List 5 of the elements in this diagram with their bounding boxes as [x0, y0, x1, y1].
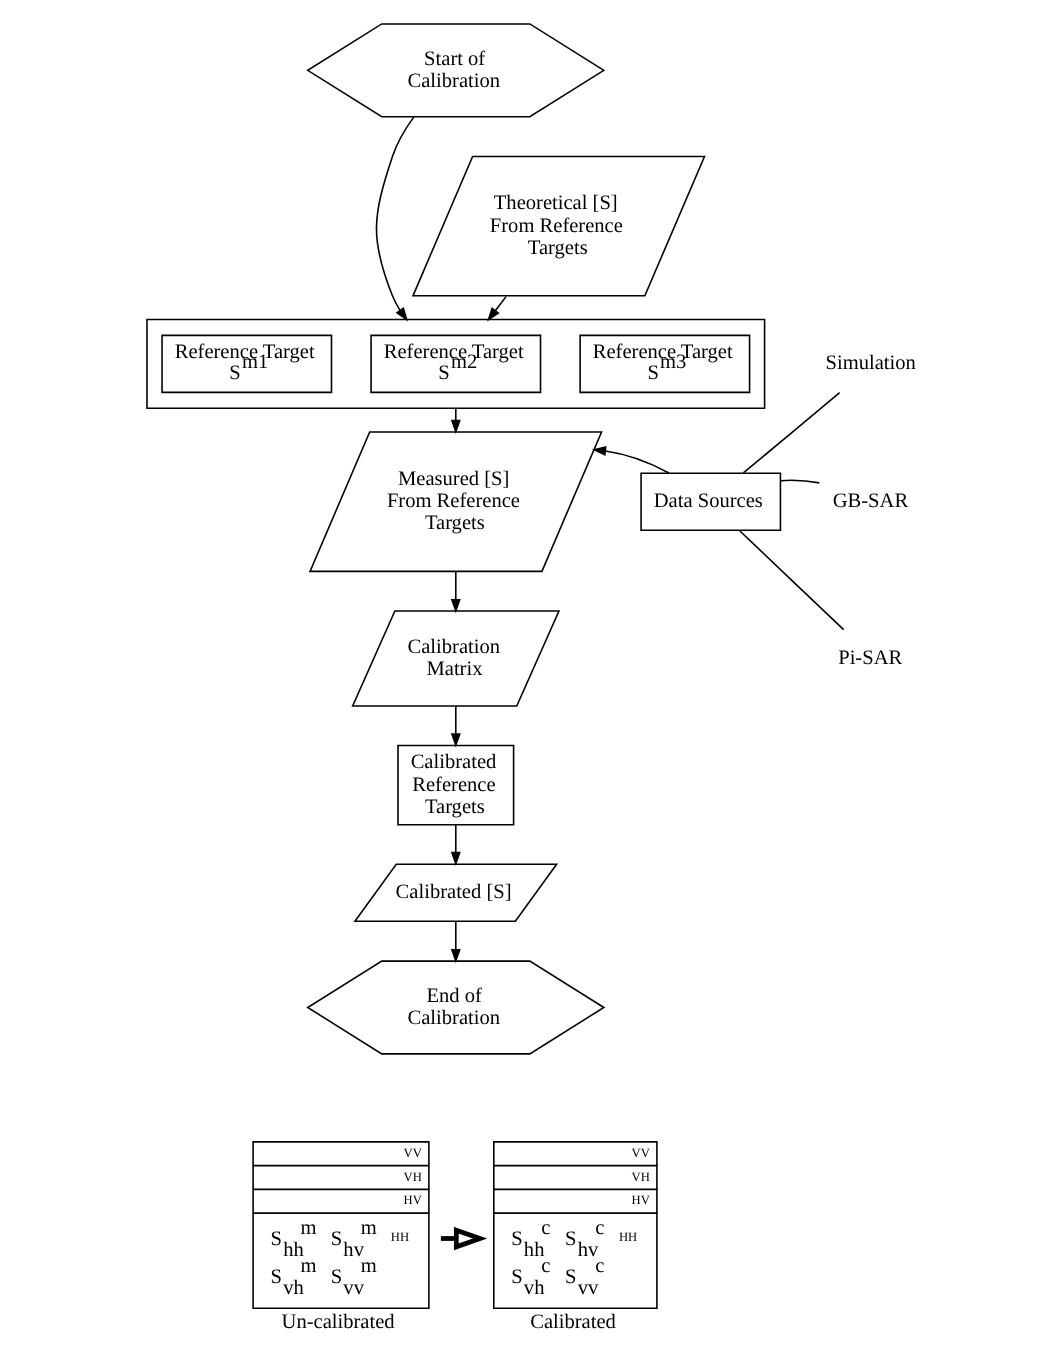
node-text: Pi-SAR — [837, 647, 902, 670]
node-label: Calibrated — [529, 1311, 615, 1334]
node-text: Simulation — [824, 353, 915, 376]
node-label: Un-calibrated — [280, 1311, 394, 1334]
node-text: GB-SAR — [831, 491, 908, 514]
